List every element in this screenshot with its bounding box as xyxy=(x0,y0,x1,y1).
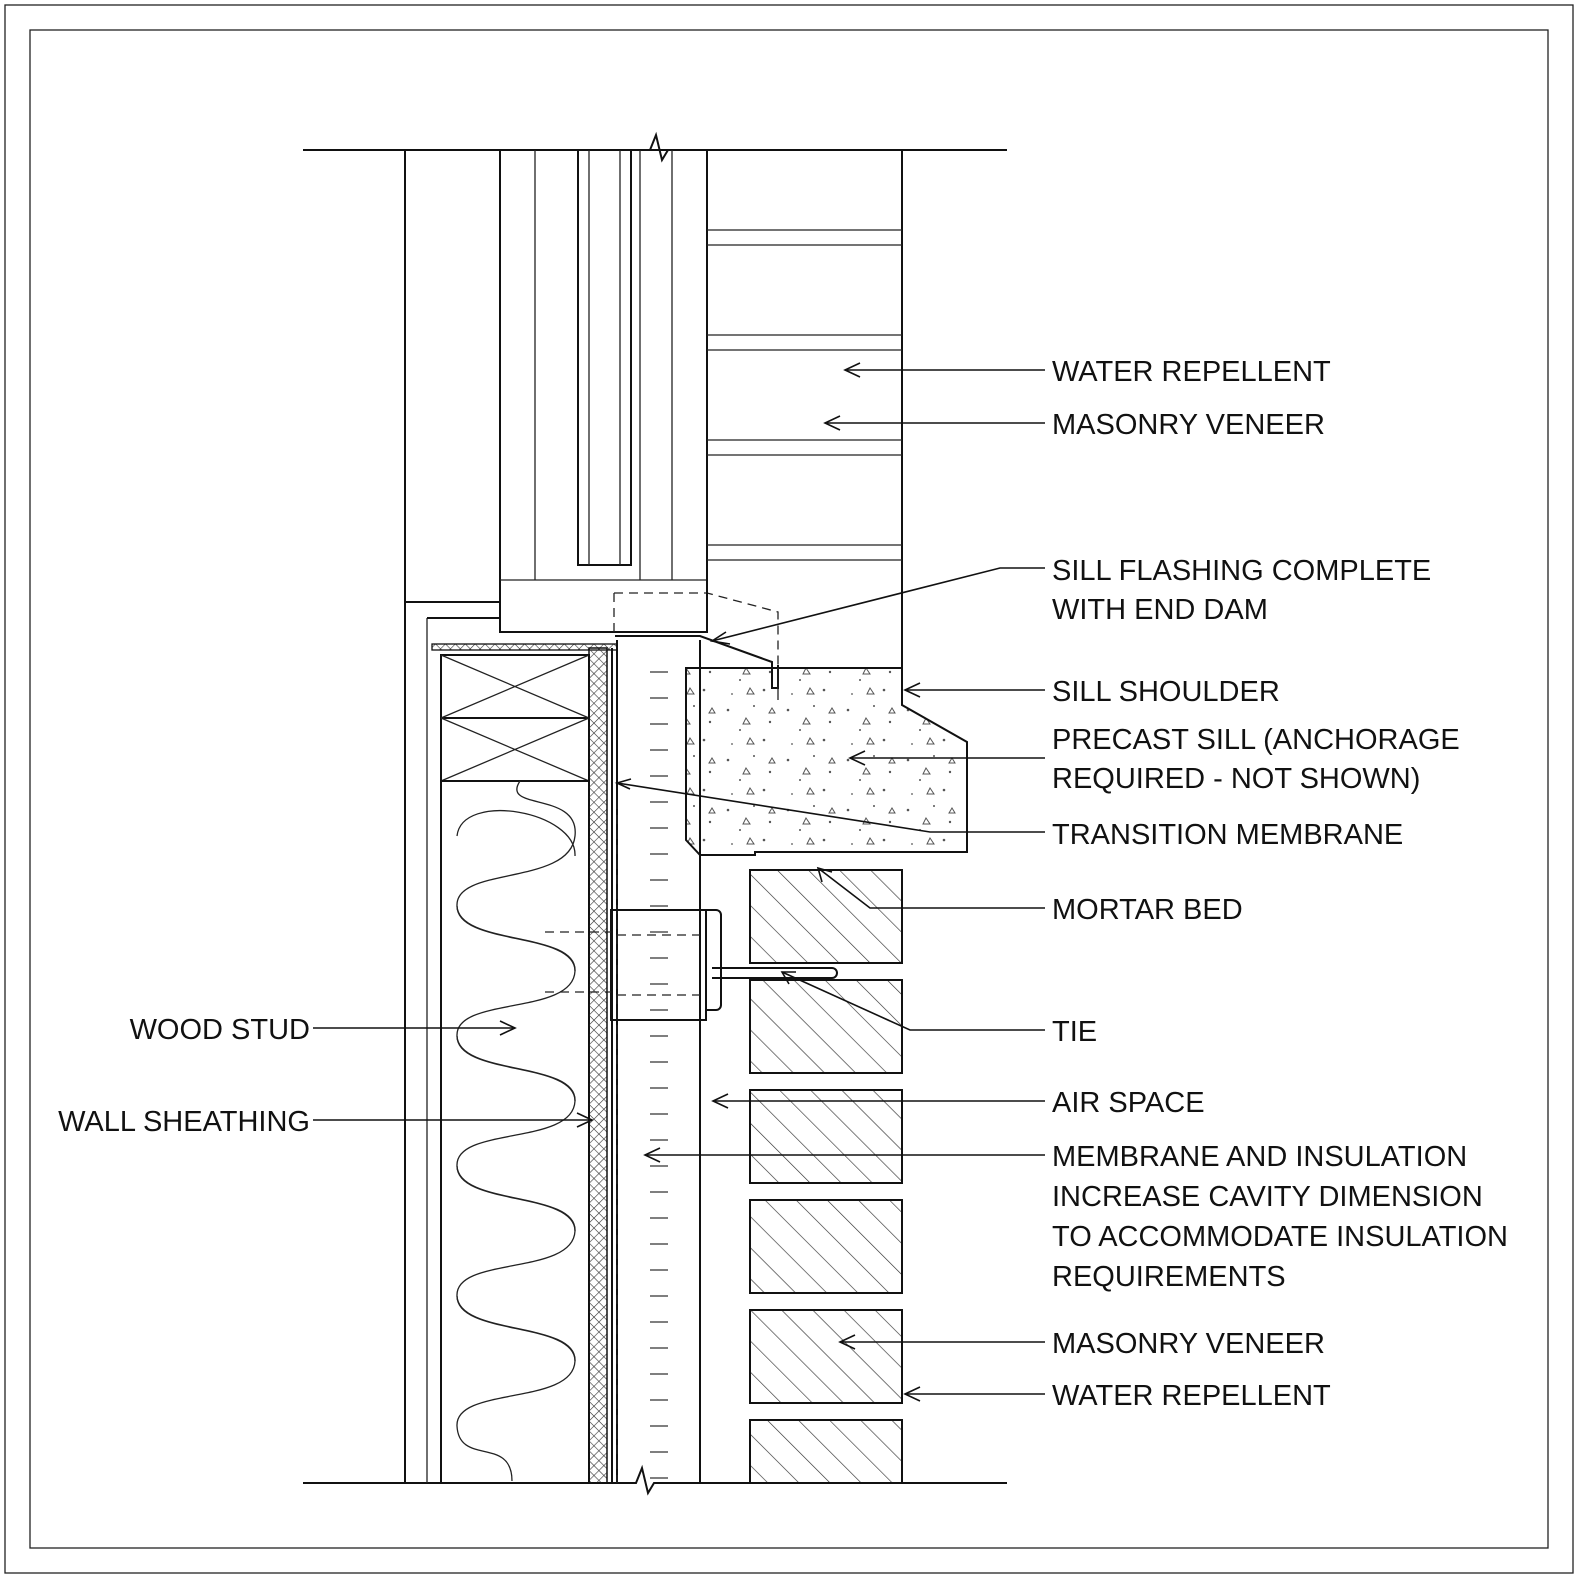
label-transition-membrane: TRANSITION MEMBRANE xyxy=(1052,819,1403,851)
label-sill-shoulder: SILL SHOULDER xyxy=(1052,676,1280,708)
label-air-space: AIR SPACE xyxy=(1052,1087,1205,1119)
label-sill-flashing-1: SILL FLASHING COMPLETE xyxy=(1052,555,1431,587)
cavity-insulation xyxy=(650,671,668,1479)
label-wood-stud: WOOD STUD xyxy=(130,1014,310,1046)
label-precast-sill-2: REQUIRED - NOT SHOWN) xyxy=(1052,763,1420,795)
batt-insulation xyxy=(440,780,590,1484)
label-masonry-veneer-bottom: MASONRY VENEER xyxy=(1052,1328,1325,1360)
label-wall-sheathing: WALL SHEATHING xyxy=(58,1106,310,1138)
flashing-dashed-outline xyxy=(613,592,779,665)
interior-return xyxy=(405,601,500,619)
brick-veneer xyxy=(749,869,903,1484)
label-precast-sill-1: PRECAST SILL (ANCHORAGE xyxy=(1052,724,1460,756)
upper-masonry-veneer xyxy=(706,150,903,668)
window-frame xyxy=(499,149,708,633)
label-masonry-veneer-top: MASONRY VENEER xyxy=(1052,409,1325,441)
label-membrane-1: MEMBRANE AND INSULATION xyxy=(1052,1141,1467,1173)
label-tie: TIE xyxy=(1052,1016,1097,1048)
label-sill-flashing-2: WITH END DAM xyxy=(1052,594,1268,626)
label-water-repellent-top: WATER REPELLENT xyxy=(1052,356,1331,388)
inner-frame xyxy=(29,29,1549,1549)
leaders xyxy=(313,362,1045,1402)
label-membrane-2: INCREASE CAVITY DIMENSION xyxy=(1052,1181,1483,1213)
label-membrane-4: REQUIREMENTS xyxy=(1052,1261,1286,1293)
label-membrane-3: TO ACCOMMODATE INSULATION xyxy=(1052,1221,1508,1253)
labels: WATER REPELLENT MASONRY VENEER SILL FLAS… xyxy=(58,356,1508,1412)
brick-tie xyxy=(545,909,838,1021)
label-water-repellent-bottom: WATER REPELLENT xyxy=(1052,1380,1331,1412)
precast-sill xyxy=(685,667,968,856)
wall-sheathing xyxy=(588,647,608,1484)
wood-header xyxy=(440,654,590,782)
label-mortar-bed: MORTAR BED xyxy=(1052,894,1243,926)
outer-frame xyxy=(4,4,1574,1574)
